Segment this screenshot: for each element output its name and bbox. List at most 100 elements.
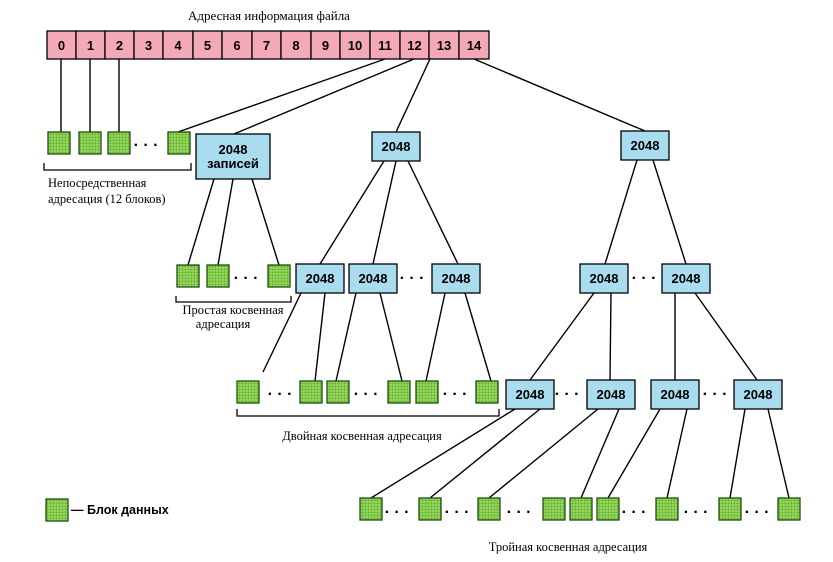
- ellipsis-triple-l3-a: · · ·: [555, 386, 580, 403]
- ellipsis-single: · · ·: [234, 270, 259, 287]
- caption-single-line2: адресация: [196, 317, 251, 331]
- data-block-double-5: [475, 380, 499, 404]
- caption-direct-line1: Непосредственная: [48, 176, 147, 190]
- single-root-label: записей: [207, 156, 259, 171]
- data-block-triple-1: [418, 497, 442, 521]
- legend-label: — Блок данных: [71, 503, 169, 517]
- address-cell-0: [46, 30, 77, 60]
- connector-line: [217, 178, 234, 266]
- double-l2-2-box: [431, 263, 481, 294]
- caption-direct: Непосредственная адресация (12 блоков): [48, 176, 166, 206]
- connector-line: [379, 292, 403, 382]
- ellipsis-double-l2: · · ·: [400, 270, 425, 287]
- connector-line: [407, 160, 459, 265]
- triple-pointer-line: [473, 58, 646, 132]
- address-cell-label-13: 13: [437, 38, 451, 53]
- triple-l3-3: 2048: [733, 379, 783, 410]
- ellipsis-triple-l3-b: · · ·: [703, 386, 728, 403]
- address-cell-label-0: 0: [58, 38, 65, 53]
- ellipsis-double-a: · · ·: [268, 386, 293, 403]
- address-cell-14: [458, 30, 490, 60]
- address-cell-label-11: 11: [378, 38, 392, 53]
- caption-double: Двойная косвенная адресация: [282, 429, 442, 443]
- double-l2-1-box: [348, 263, 398, 294]
- triple-l2-0-label: 2048: [590, 271, 619, 286]
- caption-single-line1: Простая косвенная: [182, 303, 283, 317]
- data-block-triple-7: [718, 497, 742, 521]
- triple-l3-0-box: [505, 379, 555, 410]
- connector-line: [425, 292, 446, 382]
- triple-l3-0-label: 2048: [516, 387, 545, 402]
- diagram-title: Адресная информация файла: [188, 8, 350, 23]
- ellipsis-triple-l2: · · ·: [632, 270, 657, 287]
- data-block-direct-2: [107, 131, 131, 155]
- connector-line: [767, 408, 790, 499]
- double-l2-2: 2048: [431, 263, 481, 294]
- ellipsis-triple-f: · · ·: [745, 504, 770, 521]
- connector-line: [319, 160, 385, 265]
- address-cell-label-3: 3: [145, 38, 152, 53]
- address-cell-label-4: 4: [174, 38, 182, 53]
- connector-line: [580, 408, 620, 499]
- connector-line: [335, 292, 357, 382]
- connector-line: [729, 408, 746, 499]
- double-root-box: [371, 131, 421, 162]
- direct-pointer-line-11: [177, 58, 386, 133]
- address-cell-label-8: 8: [292, 38, 299, 53]
- address-cell-label-9: 9: [322, 38, 329, 53]
- address-cell-label-7: 7: [263, 38, 270, 53]
- connector-line: [464, 292, 492, 382]
- data-block-triple-4: [569, 497, 593, 521]
- ellipsis-triple-e: · · ·: [684, 504, 709, 521]
- connector-line: [607, 408, 661, 499]
- connector-line: [314, 292, 326, 382]
- double-root-label: 2048: [382, 139, 411, 154]
- ellipsis-double-b: · · ·: [354, 386, 379, 403]
- connector-line: [372, 160, 397, 265]
- ellipsis-triple-c: · · ·: [507, 504, 532, 521]
- single-root-box: [195, 133, 271, 180]
- caption-single: Простая косвенная адресация: [182, 303, 283, 331]
- connector-line: [529, 292, 595, 381]
- connector-line: [604, 159, 638, 265]
- triple-l3-1: 2048: [586, 379, 636, 410]
- data-block-double-4: [415, 380, 439, 404]
- address-cell-label-5: 5: [204, 38, 211, 53]
- ellipsis-double-c: · · ·: [443, 386, 468, 403]
- bracket-double: [236, 409, 500, 417]
- data-block-triple-6: [655, 497, 679, 521]
- triple-l3-2-box: [650, 379, 700, 410]
- address-cell-10: [339, 30, 371, 60]
- single-root-label: 2048: [219, 142, 248, 157]
- data-block-double-0: [236, 380, 260, 404]
- address-cell-9: [310, 30, 341, 60]
- connector-line: [609, 292, 612, 381]
- double-pointer-line: [395, 58, 431, 133]
- address-cell-label-2: 2: [116, 38, 123, 53]
- connector-line: [666, 408, 688, 499]
- connector-line: [187, 178, 215, 266]
- triple-root: 2048: [620, 130, 670, 161]
- triple-l2-1-label: 2048: [672, 271, 701, 286]
- address-cell-7: [251, 30, 282, 60]
- connector-line: [251, 178, 280, 266]
- double-root: 2048: [371, 131, 421, 162]
- double-l2-2-label: 2048: [442, 271, 471, 286]
- data-block-double-3: [387, 380, 411, 404]
- data-block-double-2: [326, 380, 350, 404]
- connector-line: [652, 159, 687, 265]
- double-l2-0-box: [295, 263, 345, 294]
- ellipsis-triple-d: · · ·: [622, 504, 647, 521]
- double-l2-0-label: 2048: [306, 271, 335, 286]
- address-cell-label-10: 10: [348, 38, 362, 53]
- caption-direct-line2: адресация (12 блоков): [48, 192, 166, 206]
- triple-l2-1: 2048: [661, 263, 711, 294]
- data-block-triple-2: [477, 497, 501, 521]
- triple-l3-3-label: 2048: [744, 387, 773, 402]
- bracket-single: [175, 296, 292, 303]
- legend-data-block-swatch: [45, 498, 69, 522]
- data-block-double-1: [299, 380, 323, 404]
- data-block-direct-1: [78, 131, 102, 155]
